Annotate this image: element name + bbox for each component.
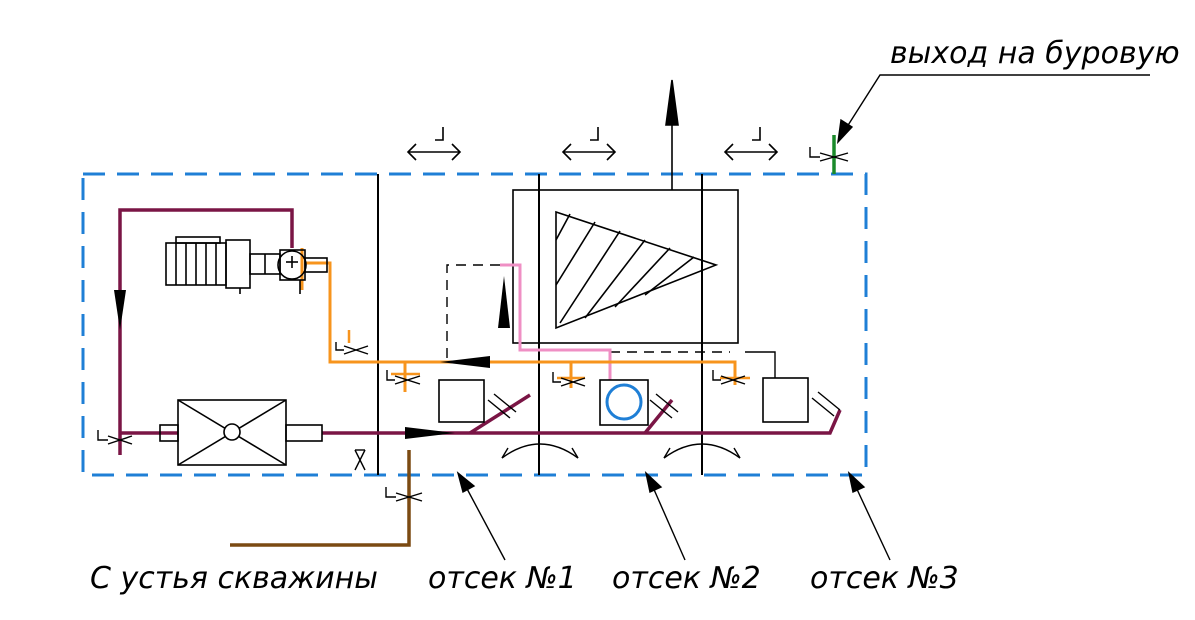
leader-compartment-1: [456, 471, 506, 561]
valve-feed-2: [386, 370, 421, 385]
separator-vessel: [512, 189, 739, 344]
valve-feed-4: [712, 370, 746, 385]
label-compartment-2: отсек №2: [612, 561, 761, 596]
valve-wellhead: [385, 487, 423, 502]
label-compartment-3: отсек №3: [810, 561, 959, 596]
equipment-box-3: [762, 377, 809, 423]
heat-exchanger: [159, 399, 323, 466]
dashed-control-line: [446, 264, 730, 365]
bypass-arrow: [498, 276, 510, 328]
valve-circulation-left: [97, 430, 133, 445]
door-swing-arcs: [501, 443, 741, 459]
leader-outlet: [837, 74, 1150, 145]
feed-line-arrow: [440, 356, 490, 368]
compartment-partitions: [377, 174, 703, 475]
pump-unit: [165, 236, 328, 294]
check-valves-angled: [487, 391, 841, 419]
label-compartment-1: отсек №1: [428, 561, 577, 596]
module-boundary: [81, 172, 868, 477]
label-wellhead: С устья скважины: [90, 561, 378, 596]
bypass-line: [500, 263, 612, 380]
vent-symbol-2: [561, 127, 617, 161]
label-outlet: выход на буровую: [890, 36, 1180, 71]
leader-compartment-3: [847, 470, 891, 561]
exhaust-arrow: [665, 79, 679, 190]
control-lead: [745, 351, 776, 378]
roof-vent-symbols: [406, 127, 779, 161]
equipment-box-2: [599, 379, 649, 426]
equipment-box-1: [438, 379, 485, 423]
vent-symbol-1: [406, 127, 462, 161]
valve-outlet: [809, 147, 849, 162]
valve-feed-3: [552, 372, 586, 387]
wellhead-line: [230, 450, 411, 547]
feed-ticks: [347, 330, 750, 380]
leader-compartment-2: [644, 470, 686, 561]
valve-feed-1: [335, 342, 369, 355]
valve-partition-1: [354, 449, 366, 471]
vent-symbol-3: [723, 127, 779, 161]
valve-symbols: [97, 147, 849, 502]
circulation-line: [118, 208, 842, 455]
circulation-arrows: [114, 290, 455, 439]
